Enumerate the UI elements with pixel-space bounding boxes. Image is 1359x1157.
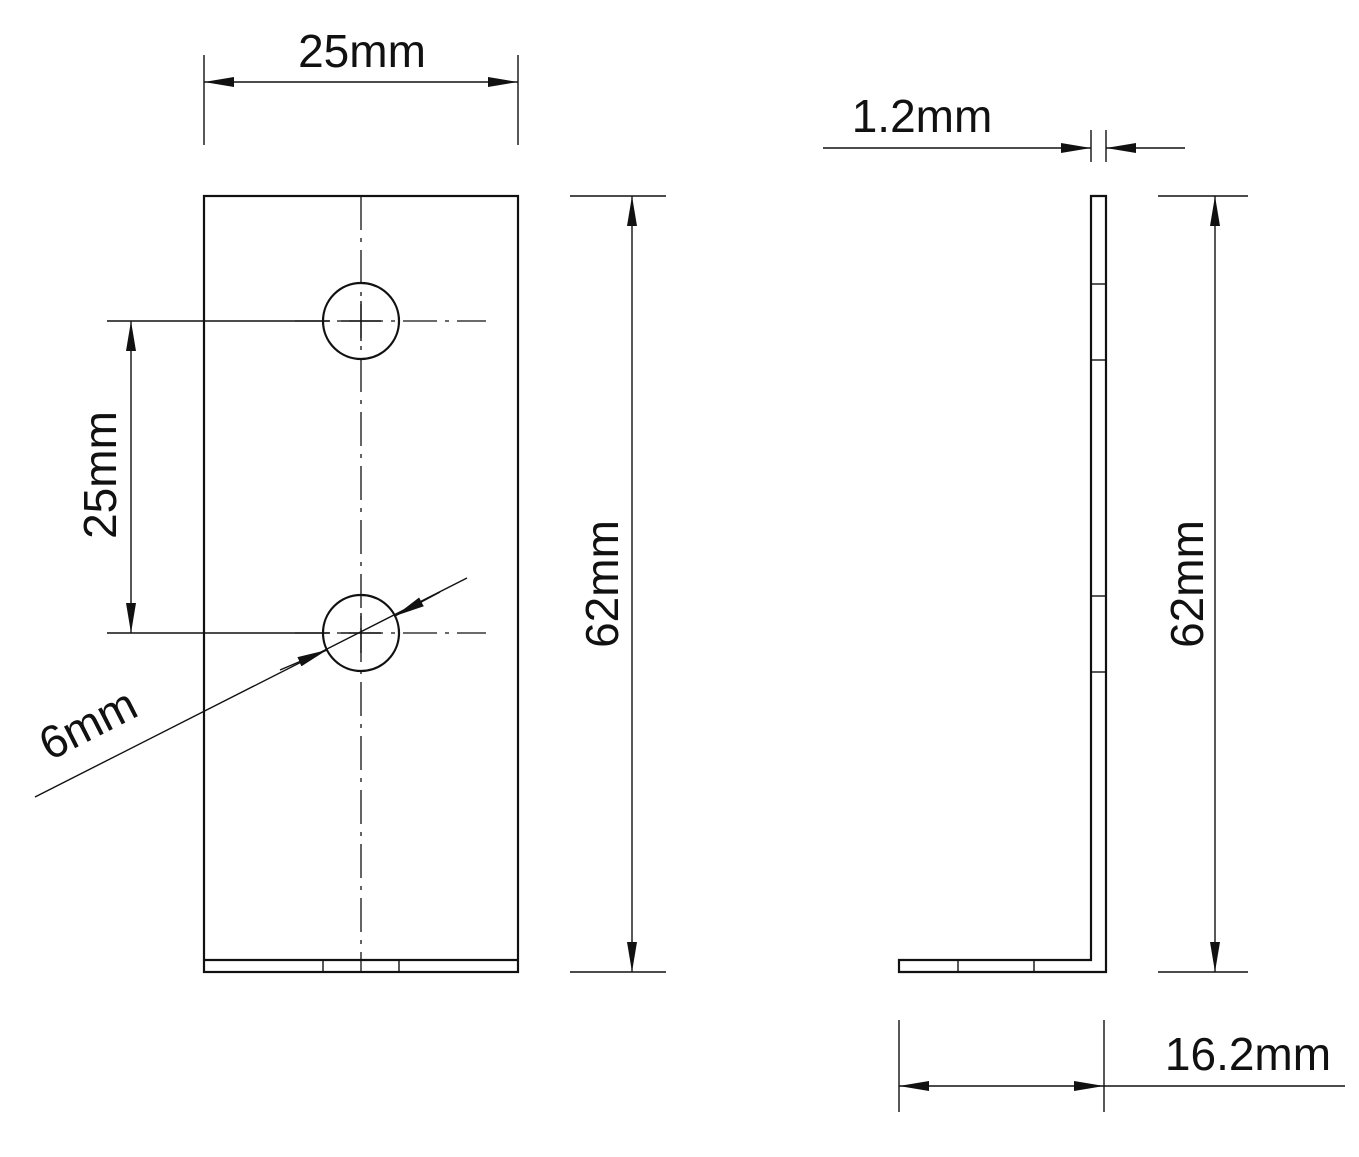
leg-dim-label: 16.2mm [1165,1028,1331,1080]
spacing-dim-label: 25mm [74,411,126,539]
front-view: 25mm 25mm 62mm 6mm [30,25,666,974]
diameter-arrow-lower [279,649,328,671]
side-view: 1.2mm 62mm 16.2mm [823,90,1345,1112]
thickness-dim-label: 1.2mm [852,90,993,142]
l-profile-outline [897,194,1108,974]
side-height-dim-label: 62mm [1161,520,1213,648]
height-dim-label: 62mm [576,520,628,648]
diameter-arrow-upper [394,591,441,617]
diameter-dim-label: 6mm [30,677,145,770]
width-dim-label: 25mm [298,25,426,77]
